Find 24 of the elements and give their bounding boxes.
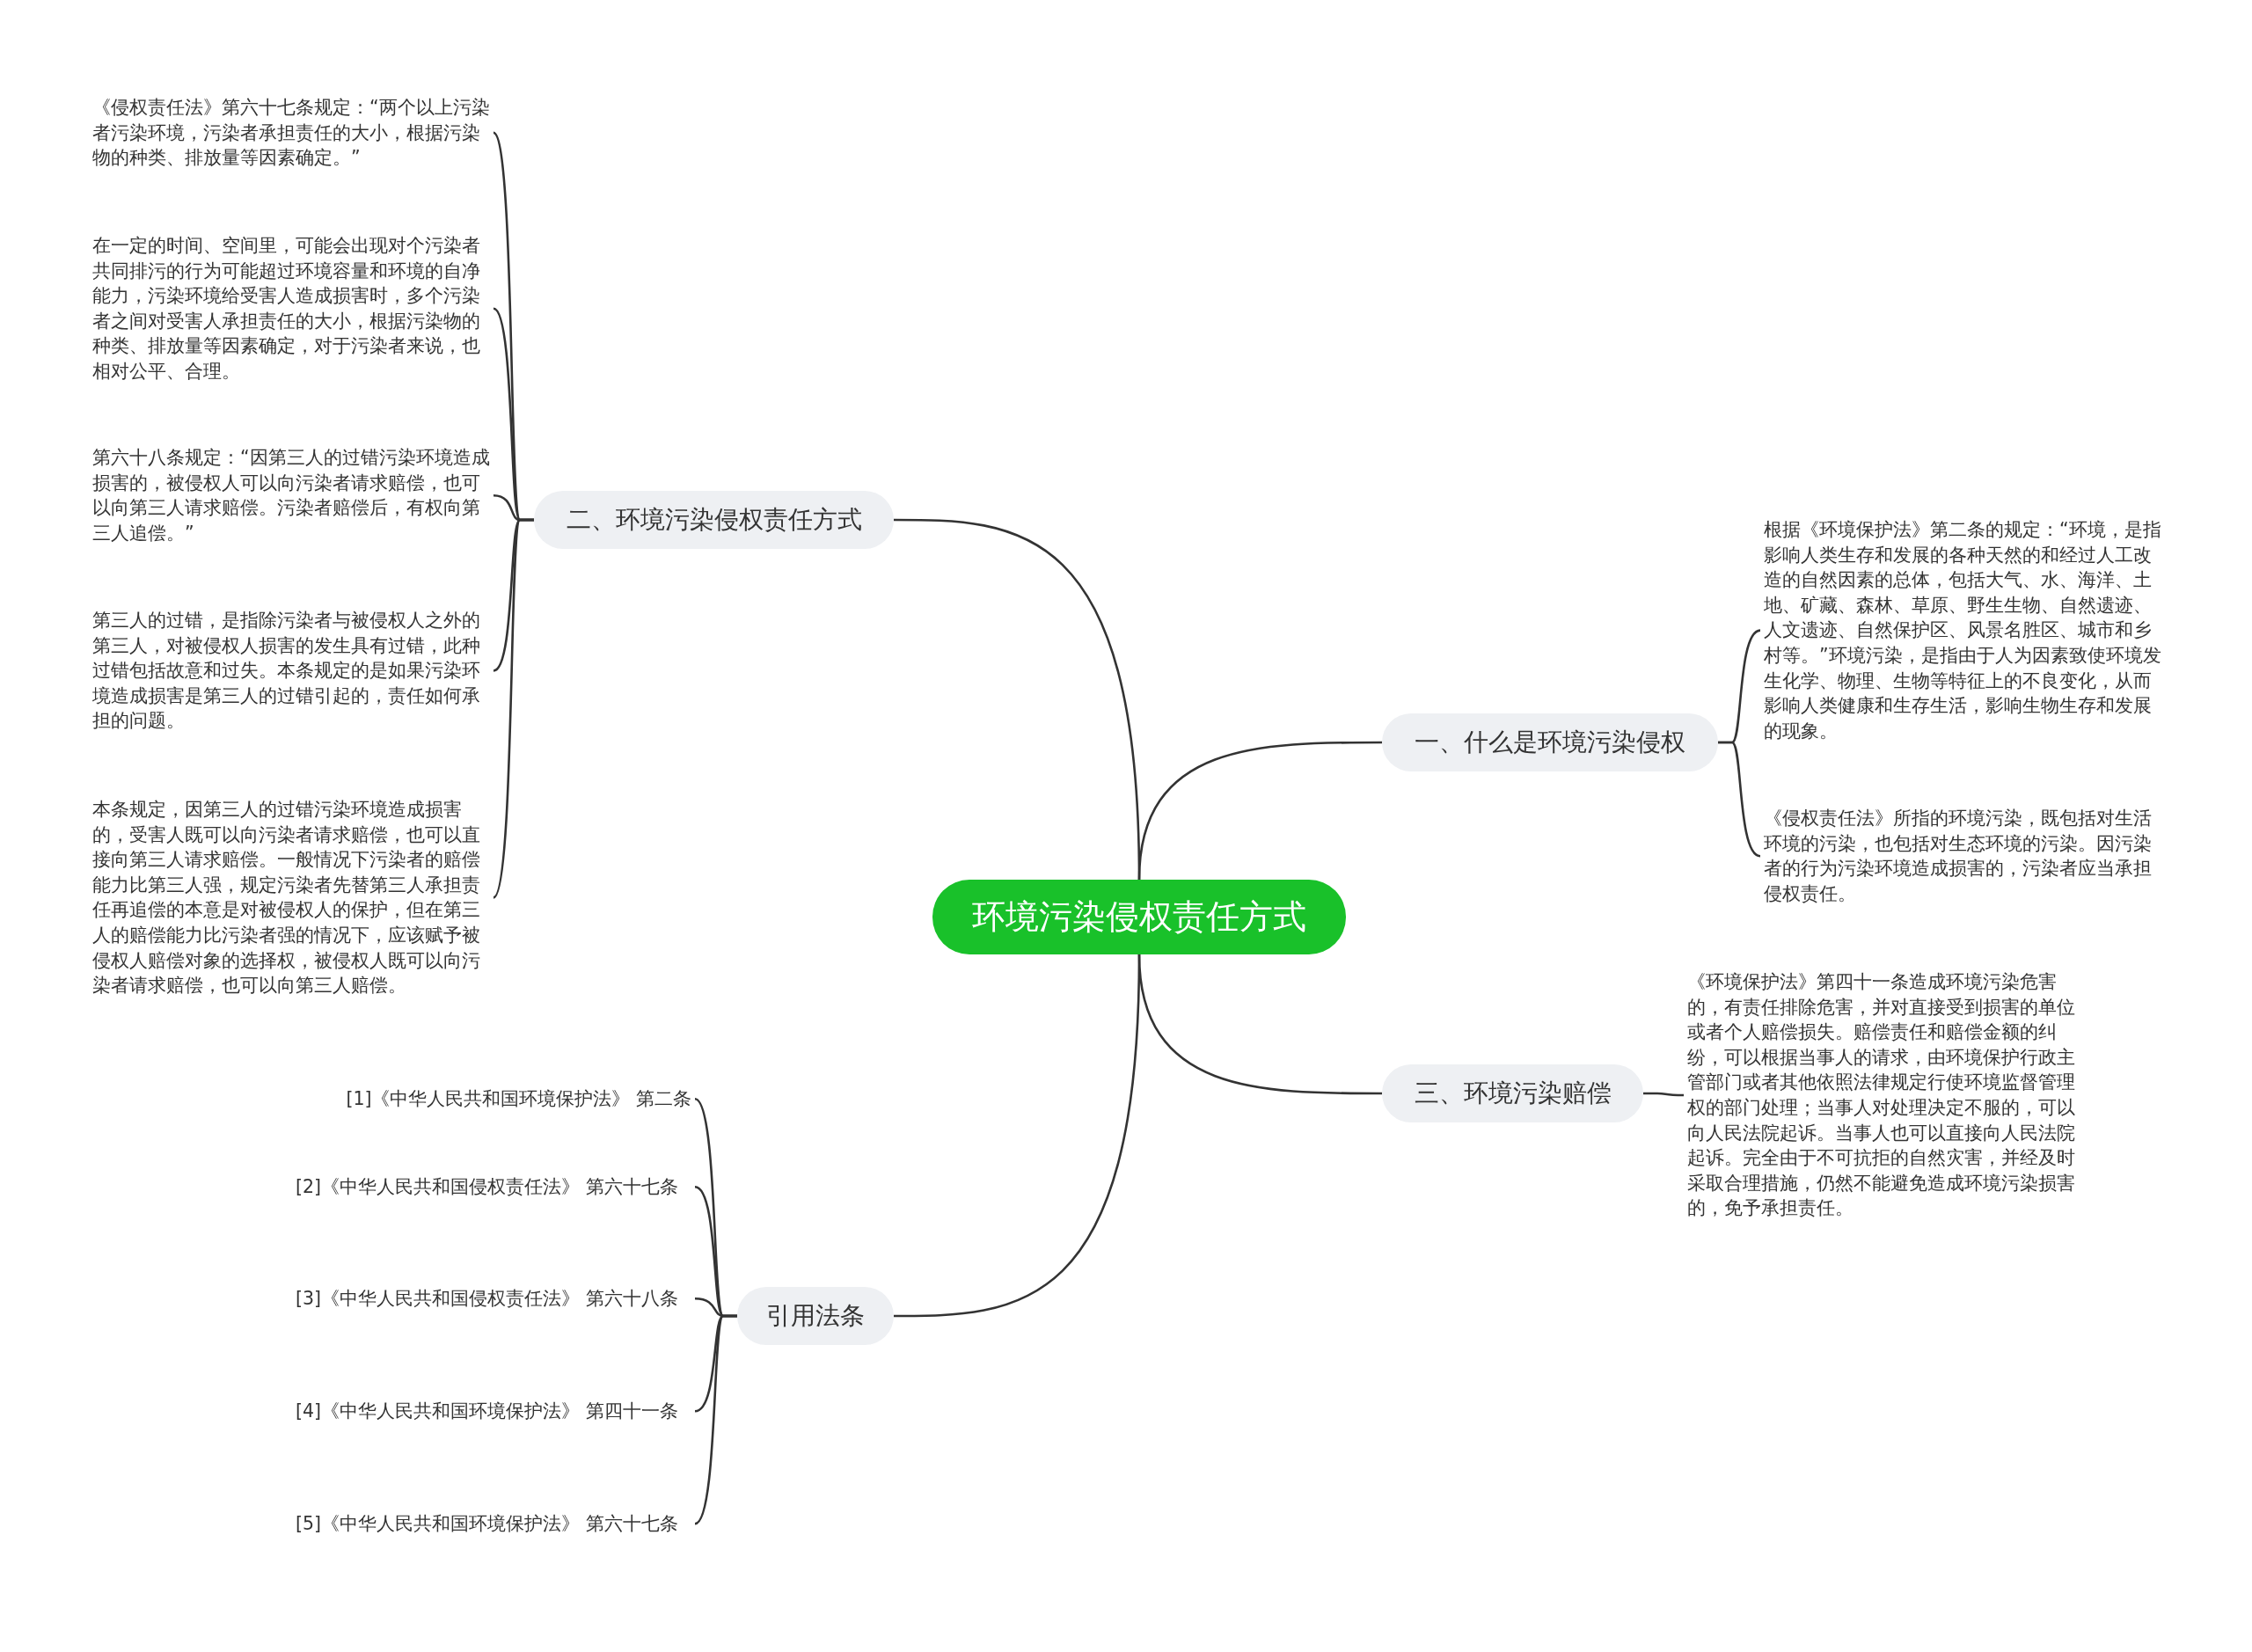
connector-line: [492, 518, 534, 899]
note-text: 《侵权责任法》第六十七条规定：“两个以上污染者污染环境，污染者承担责任的大小，根据污染物的种类、排放量等因素确定。”: [92, 96, 490, 171]
note-text: 在一定的时间、空间里，可能会出现对个污染者共同排污的行为可能超过环境容量和环境的自净能力，污染环境给受害人造成损害时，多个污染者之间对受害人承担责任的大小，根据污染物的种类、排放量等因素确定，对于污染者来说，也相对公平、合理。: [92, 234, 481, 384]
note-text: [3]《中华人民共和国侵权责任法》 第六十八条: [296, 1287, 679, 1311]
topic-pill: 一、什么是环境污染侵权: [1382, 713, 1718, 771]
note-text: [1]《中华人民共和国环境保护法》 第二条: [345, 1087, 691, 1111]
note-text: 第三人的过错，是指除污染者与被侵权人之外的第三人，对被侵权人损害的发生具有过错，此种过错包括故意和过失。本条规定的是如果污染环境造成损害是第三人的过错引起的，责任如何承担的问题。: [92, 609, 481, 734]
connector-line: [1137, 741, 1382, 881]
note-text: 《侵权责任法》所指的环境污染，既包括对生活环境的污染，也包括对生态环境的污染。因污染者的行为污染环境造成损害的，污染者应当承担侵权责任。: [1764, 807, 2153, 906]
note-text: 根据《环境保护法》第二条的规定：“环境，是指影响人类生存和发展的各种天然的和经过人工改造的自然因素的总体，包括大气、水、海洋、土地、矿藏、森林、草原、野生生物、自然遗迹、人文遗迹、自然保护区、风景名胜区、城市和乡村等。”环境污染，是指由于人为因素致使环境发生化学、物理、生物等特征上的不良变化，从而影响人类健康和生存生活，影响生物生存和发展的现象。: [1764, 518, 2162, 743]
connector-line: [1643, 1092, 1684, 1097]
topic-pill: 三、环境污染赔偿: [1382, 1064, 1643, 1122]
note-text: [2]《中华人民共和国侵权责任法》 第六十七条: [296, 1175, 679, 1199]
note-text: [4]《中华人民共和国环境保护法》 第四十一条: [296, 1400, 679, 1423]
note-text: 本条规定，因第三人的过错污染环境造成损害的，受害人既可以向污染者请求赔偿，也可以直接向第三人请求赔偿。一般情况下污染者的赔偿能力比第三人强，规定污染者先替第三人承担责任再追偿的本意是对被侵权人的保护，但在第三人的赔偿能力比污染者强的情况下，应该赋予被侵权人赔偿对象的选择权，被侵权人既可以向污染者请求赔偿，也可以向第三人赔偿。: [92, 798, 481, 998]
topic-pill: 二、环境污染侵权责任方式: [534, 491, 894, 549]
note-text: 《环境保护法》第四十一条造成环境污染危害的，有责任排除危害，并对直接受到损害的单位或者个人赔偿损失。赔偿责任和赔偿金额的纠纷，可以根据当事人的请求，由环境保护行政主管部门或者其他依照法律规定行使环境监督管理权的部门处理；当事人对处理决定不服的，可以向人民法院起诉。当事人也可以直接向人民法院起诉。完全由于不可抗拒的自然灾害，并经及时采取合理措施，仍然不能避免造成环境污染损害的，免予承担责任。: [1687, 970, 2076, 1221]
note-text: [5]《中华人民共和国环境保护法》 第六十七条: [296, 1512, 679, 1536]
central-topic: 环境污染侵权责任方式: [932, 880, 1346, 954]
connector-line: [694, 1314, 737, 1525]
topic-pill: 引用法条: [737, 1287, 894, 1345]
connector-line: [1718, 741, 1761, 858]
note-text: 第六十八条规定：“因第三人的过错污染环境造成损害的，被侵权人可以向污染者请求赔偿，也可以向第三人请求赔偿。污染者赔偿后，有权向第三人追偿。”: [92, 446, 490, 545]
connector-line: [894, 954, 1141, 1318]
